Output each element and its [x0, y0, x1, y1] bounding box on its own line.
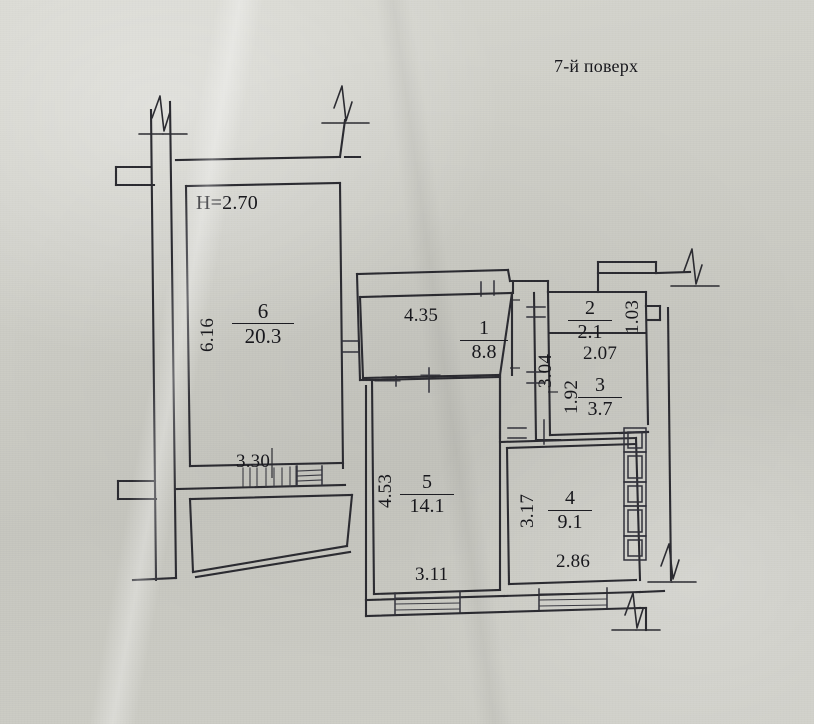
dimension-ticks: [510, 299, 558, 393]
room-number-3: 3: [578, 375, 622, 398]
room-number-5: 5: [400, 472, 454, 495]
room-area-2: 2.1: [577, 321, 603, 343]
room-number-4: 4: [548, 488, 592, 511]
dimension-3-17: 3.17: [517, 493, 538, 528]
room-label-1: 1 8.8: [460, 318, 508, 363]
right-exterior-wall: [611, 248, 720, 632]
dimension-3-30: 3.30: [236, 451, 271, 472]
dimension-3-04: 3.04: [535, 353, 556, 388]
room-4-walls: [498, 436, 642, 586]
stairwell-walls: [114, 95, 188, 582]
room-number-2: 2: [568, 298, 612, 321]
dimension-3-11: 3.11: [415, 564, 449, 585]
room-6-window-hatch: [242, 465, 323, 487]
page-title: 7-й поверх: [554, 56, 639, 76]
bottom-window-hatch: [364, 587, 642, 618]
room-label-3: 3 3.7: [578, 375, 622, 420]
lower-left-block: [188, 493, 354, 579]
room-number-6: 6: [232, 300, 294, 325]
room-area-5: 14.1: [409, 495, 445, 517]
room-6-walls: [174, 85, 370, 491]
room-area-4: 9.1: [557, 511, 583, 533]
room-number-1: 1: [460, 318, 508, 341]
dimension-6-16: 6.16: [197, 317, 218, 352]
door-openings-room-1: [341, 340, 441, 393]
room-label-2: 2 2.1: [568, 298, 612, 343]
room-label-5: 5 14.1: [400, 472, 454, 517]
room-1-walls: [355, 268, 550, 440]
dimension-1-92: 1.92: [561, 379, 582, 414]
ceiling-height-label: H=2.70: [196, 192, 258, 214]
dimension-4-35: 4.35: [404, 305, 439, 326]
dimension-1-03: 1.03: [622, 299, 643, 334]
room-label-6: 6 20.3: [232, 300, 294, 347]
room-label-4: 4 9.1: [548, 488, 592, 533]
room-area-1: 8.8: [471, 341, 497, 363]
dimension-4-53: 4.53: [375, 473, 396, 508]
room-area-3: 3.7: [587, 398, 613, 420]
dimension-2-86: 2.86: [556, 551, 591, 572]
room-area-6: 20.3: [244, 324, 282, 349]
dimension-2-07: 2.07: [583, 343, 618, 364]
